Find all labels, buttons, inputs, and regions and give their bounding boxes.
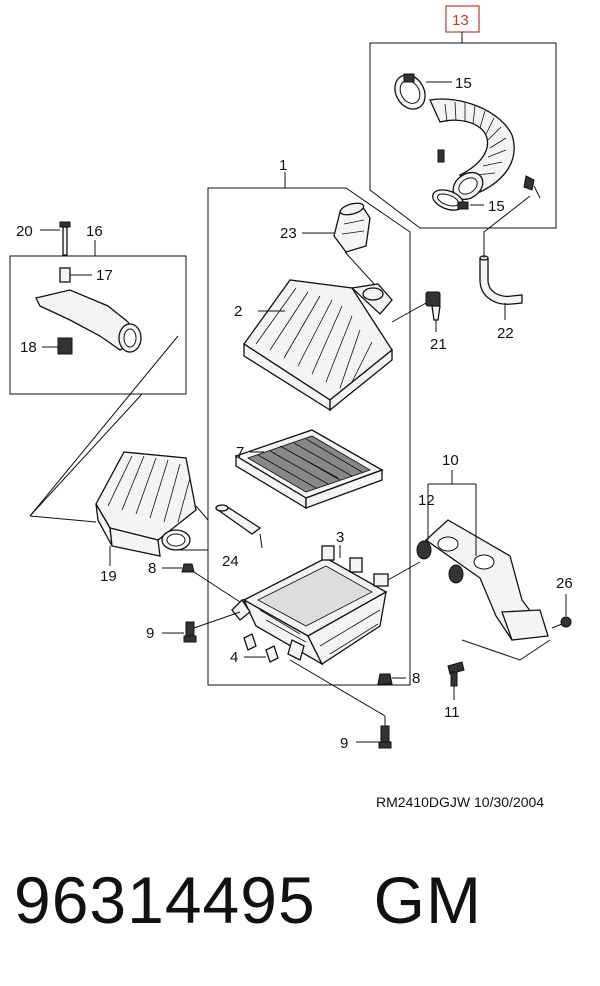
duct-sleeve-23: [302, 202, 376, 286]
pipe-24: [215, 504, 263, 549]
grommet-12: [416, 508, 464, 584]
breather-tube-22: [479, 195, 531, 320]
filter-element-7: [234, 429, 384, 510]
callout-13: 13: [452, 12, 469, 29]
bracket-10: [424, 470, 551, 661]
part-number: 96314495 GM: [14, 863, 482, 937]
bolt-20: [40, 221, 71, 256]
callout-10: 10: [442, 452, 459, 469]
callout-11: 11: [444, 704, 460, 721]
callout-3: 3: [336, 529, 344, 546]
grommet-8-lower: [377, 673, 406, 685]
resonator-19: [95, 451, 209, 566]
insulator-18: [42, 337, 73, 355]
sensor-21: [425, 291, 441, 332]
callout-21: 21: [430, 336, 447, 353]
callout-18: 18: [20, 339, 37, 356]
callout-20: 20: [16, 223, 33, 240]
group-16-frame: [9, 255, 187, 395]
callout-8-lower: 8: [412, 670, 420, 687]
callout-12: 12: [418, 492, 435, 509]
insulator-17: [59, 267, 92, 283]
callout-2: 2: [234, 303, 242, 320]
callout-9-upper: 9: [146, 625, 154, 642]
callout-15-bottom: 15: [488, 198, 505, 215]
air-cleaner-cover-2: [243, 279, 427, 412]
clamp-15-bottom: [432, 189, 469, 211]
bolt-9-upper: [162, 611, 241, 643]
bolt-26: [551, 594, 572, 629]
assembly-1-frame: [207, 187, 411, 686]
callout-19: 19: [100, 568, 117, 585]
lower-housing-3: [231, 545, 421, 666]
bolt-9-lower: [289, 659, 392, 749]
callout-15-top: 15: [455, 75, 472, 92]
group-13-frame: [369, 42, 557, 229]
callout-7: 7: [236, 444, 244, 461]
callout-9-lower: 9: [340, 735, 348, 752]
callout-8-upper: 8: [148, 560, 156, 577]
clamp-15-top: [394, 73, 426, 110]
bolt-11: [447, 661, 465, 700]
reference-code: RM2410DGJW 10/30/2004: [376, 794, 545, 810]
callout-23: 23: [280, 225, 297, 242]
callout-17: 17: [96, 267, 113, 284]
callout-16: 16: [86, 223, 103, 240]
grommet-8-upper: [162, 563, 241, 603]
callout-26: 26: [556, 575, 573, 592]
callout-24: 24: [222, 553, 239, 570]
callout-4: 4: [230, 649, 238, 666]
callout-1: 1: [279, 157, 287, 174]
resonator-duct-16: [35, 289, 142, 353]
callout-22: 22: [497, 325, 514, 342]
clip-4: [243, 633, 279, 663]
intake-hose-13: [429, 98, 535, 201]
